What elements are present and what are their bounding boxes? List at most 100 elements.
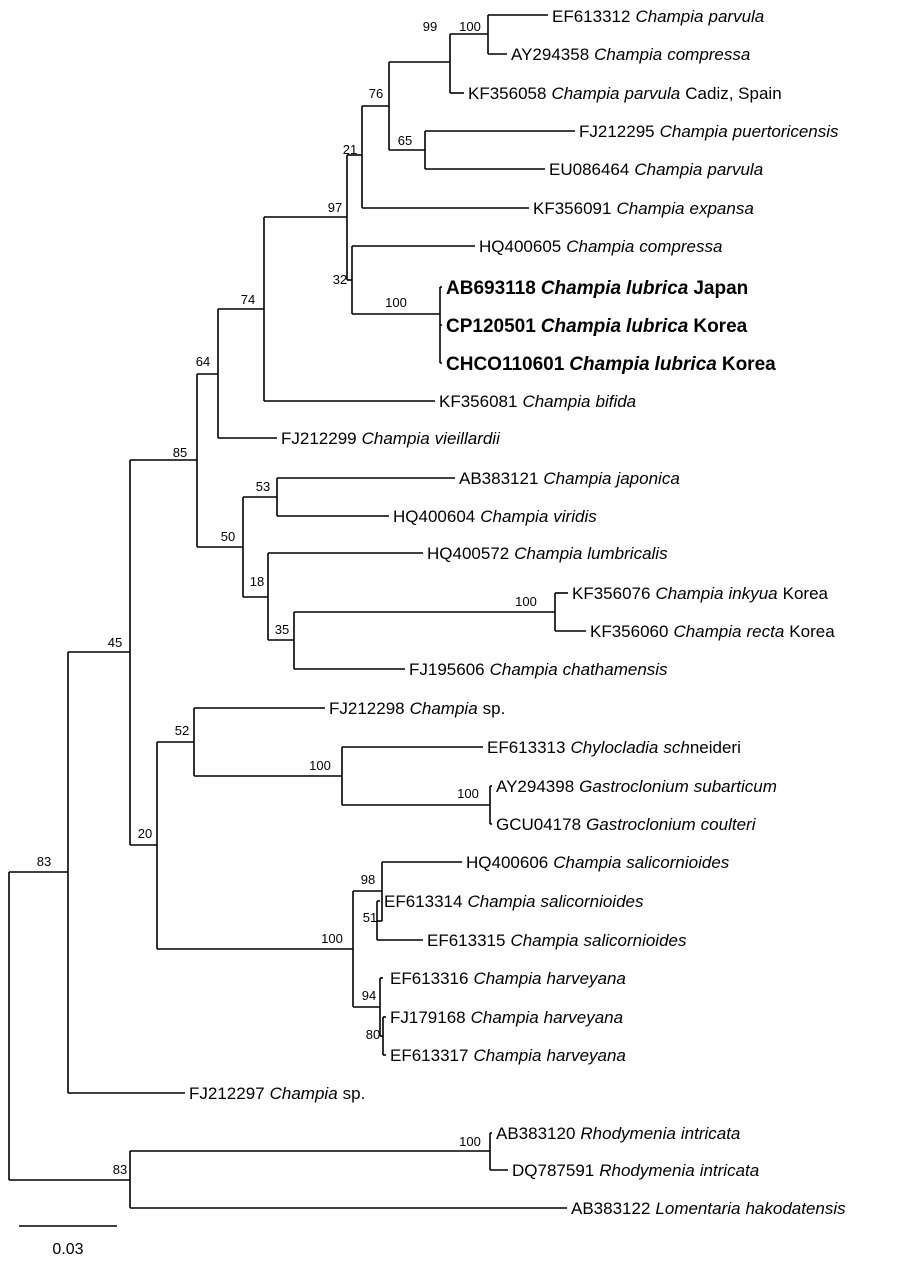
epithet: parvula xyxy=(624,84,681,103)
genus: Champia xyxy=(541,278,622,299)
accession: KF356091 xyxy=(533,199,611,218)
genus: Champia xyxy=(510,931,578,950)
accession: AY294398 xyxy=(496,777,574,796)
accession: HQ400572 xyxy=(427,544,509,563)
accession: HQ400605 xyxy=(479,237,561,256)
support-value: 76 xyxy=(369,86,383,101)
accession: FJ212298 xyxy=(329,699,405,718)
label-suffix: Korea xyxy=(693,316,747,337)
accession: EF613314 xyxy=(384,892,462,911)
support-value: 51 xyxy=(363,910,377,925)
support-value: 32 xyxy=(333,272,347,287)
epithet: japonica xyxy=(614,469,679,488)
epithet: salicornioides xyxy=(584,931,687,950)
accession: FJ212295 xyxy=(579,122,655,141)
epithet: parvula xyxy=(706,160,763,179)
accession: HQ400604 xyxy=(393,507,475,526)
label-suffix: Korea xyxy=(722,354,776,375)
support-value: 18 xyxy=(250,574,264,589)
epithet: vieillardii xyxy=(435,429,501,448)
support-value: 83 xyxy=(37,854,51,869)
scale-bar-label: 0.03 xyxy=(52,1241,83,1258)
support-value: 97 xyxy=(328,200,342,215)
genus: Rhodymenia xyxy=(580,1124,675,1143)
epithet: bifida xyxy=(596,392,637,411)
support-value: 21 xyxy=(343,142,357,157)
accession: HQ400606 xyxy=(466,853,548,872)
epithet: recta xyxy=(747,622,785,641)
accession: CHCO110601 xyxy=(446,354,565,375)
genus: Champia xyxy=(635,7,703,26)
tip-label-ef613312: EF613312 Champia parvula xyxy=(552,7,764,26)
genus: Champia xyxy=(673,622,741,641)
epithet: chathamensis xyxy=(563,660,668,679)
accession: EF613316 xyxy=(390,969,468,988)
genus: Chylocladia xyxy=(570,738,658,757)
genus: Gastroclonium xyxy=(579,777,689,796)
epithet: lumbricalis xyxy=(587,544,668,563)
epithet: harveyana xyxy=(544,1008,623,1027)
epithet: parvula xyxy=(708,7,765,26)
bootstrap-values: 100 99 76 65 21 97 32 100 74 64 85 53 50… xyxy=(37,19,537,1177)
accession: AB383121 xyxy=(459,469,538,488)
accession: KF356076 xyxy=(572,584,650,603)
support-value: 94 xyxy=(362,988,376,1003)
support-value: 50 xyxy=(221,529,235,544)
accession: FJ212299 xyxy=(281,429,357,448)
genus: Champia xyxy=(410,699,478,718)
scale-bar: 0.03 xyxy=(19,1225,117,1258)
support-value: 85 xyxy=(173,445,187,460)
genus: Champia xyxy=(514,544,582,563)
genus: Lomentaria xyxy=(655,1199,740,1218)
accession: DQ787591 xyxy=(512,1161,594,1180)
epithet: compressa xyxy=(667,45,750,64)
support-value: 53 xyxy=(256,479,270,494)
genus: Champia xyxy=(551,84,619,103)
label-suffix: sp. xyxy=(343,1084,366,1103)
tip-label-ef613315: EF613315 Champia salicornioides xyxy=(427,931,687,950)
genus: Champia xyxy=(594,45,662,64)
support-value: 100 xyxy=(321,931,343,946)
support-value: 99 xyxy=(423,19,437,34)
genus: Champia xyxy=(566,237,634,256)
accession: EF613317 xyxy=(390,1046,468,1065)
genus: Champia xyxy=(553,853,621,872)
accession: EF613315 xyxy=(427,931,505,950)
genus: Champia xyxy=(569,354,650,375)
label-suffix: Japan xyxy=(693,278,748,299)
support-value: 100 xyxy=(385,295,407,310)
accession: EF613312 xyxy=(552,7,630,26)
accession: AB693118 xyxy=(446,278,536,299)
support-value: 65 xyxy=(398,133,412,148)
epithet: intricata xyxy=(681,1124,741,1143)
epithet: puertoricensis xyxy=(732,122,839,141)
epithet: subarticum xyxy=(694,777,777,796)
support-value: 64 xyxy=(196,354,210,369)
support-value: 74 xyxy=(241,292,255,307)
accession: FJ195606 xyxy=(409,660,485,679)
genus: Champia xyxy=(634,160,702,179)
accession: EU086464 xyxy=(549,160,629,179)
tip-label-ay294398: AY294398 Gastroclonium subarticum xyxy=(496,777,777,796)
accession: KF356081 xyxy=(439,392,517,411)
tree-branches xyxy=(8,14,586,1209)
genus: Rhodymenia xyxy=(599,1161,694,1180)
epithet: harveyana xyxy=(547,1046,626,1065)
